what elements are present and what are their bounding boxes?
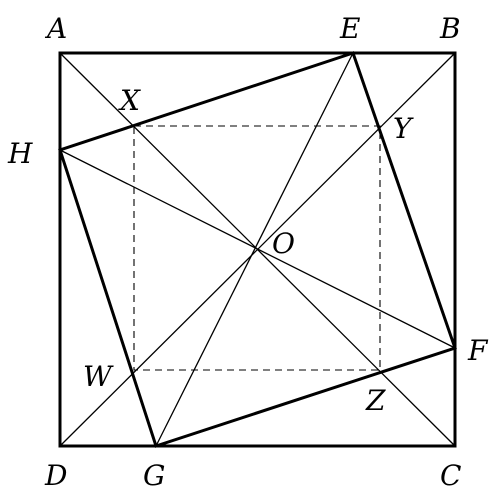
label-z: Z [365, 384, 386, 417]
label-o: O [272, 227, 295, 260]
diagonal-hf [59, 149, 456, 349]
label-a: A [44, 12, 67, 45]
label-g: G [143, 459, 165, 492]
label-d: D [44, 459, 67, 492]
label-b: B [439, 12, 461, 45]
label-x: X [118, 84, 141, 117]
square-efgh [58, 51, 457, 448]
label-e: E [339, 12, 360, 45]
dashed-square-xyzw [133, 125, 381, 371]
label-c: C [440, 459, 461, 492]
square-abcd [58, 51, 457, 448]
label-h: H [7, 137, 33, 170]
label-f: F [467, 334, 489, 367]
label-w: W [83, 360, 114, 393]
diagonal-eg [155, 52, 354, 447]
label-y: Y [393, 112, 414, 145]
